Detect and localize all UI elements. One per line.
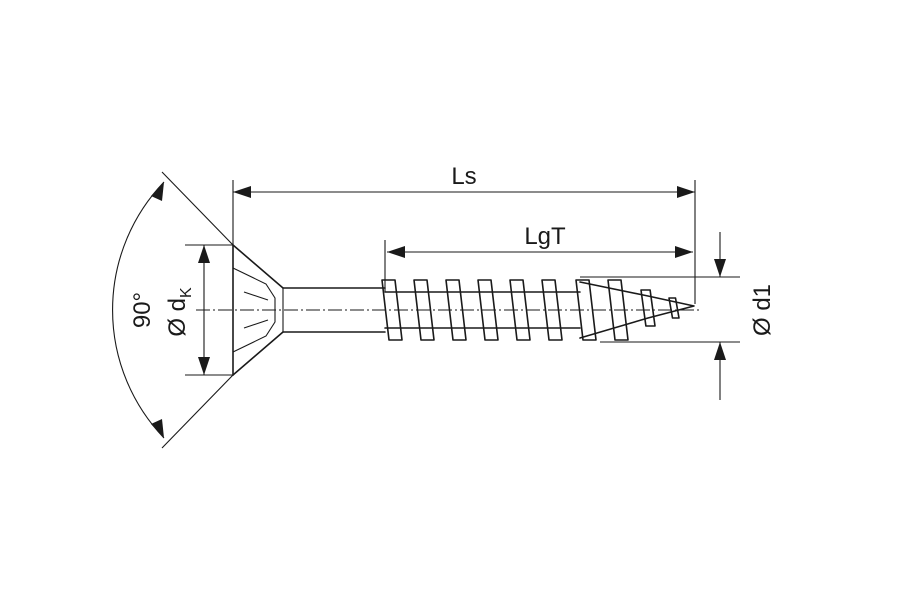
dimension-thread-diameter bbox=[580, 232, 740, 400]
label-head-diameter: Ø dK bbox=[164, 287, 195, 337]
screw-outline bbox=[232, 244, 695, 376]
label-lgt: LgT bbox=[524, 223, 566, 250]
label-head-diameter-subscript: K bbox=[178, 287, 195, 298]
dimension-head-diameter bbox=[185, 244, 233, 376]
dimension-ls bbox=[232, 180, 696, 304]
thread-flight bbox=[509, 279, 531, 341]
thread-flight bbox=[640, 289, 656, 327]
thread-flight bbox=[413, 279, 435, 341]
thread-flight bbox=[381, 279, 403, 341]
label-head-diameter-main: Ø d bbox=[164, 298, 191, 337]
thread-flights bbox=[381, 279, 680, 341]
label-head-angle: 90° bbox=[129, 292, 156, 328]
dimension-lgt bbox=[384, 240, 693, 292]
thread-flight bbox=[668, 297, 680, 319]
dimension-head-angle bbox=[112, 171, 234, 449]
thread-flight bbox=[445, 279, 467, 341]
thread-flight bbox=[607, 279, 629, 341]
label-thread-diameter: Ø d1 bbox=[749, 284, 776, 336]
thread-flight bbox=[575, 279, 597, 341]
thread-flight bbox=[477, 279, 499, 341]
label-ls: Ls bbox=[451, 163, 476, 190]
thread-flight bbox=[541, 279, 563, 341]
